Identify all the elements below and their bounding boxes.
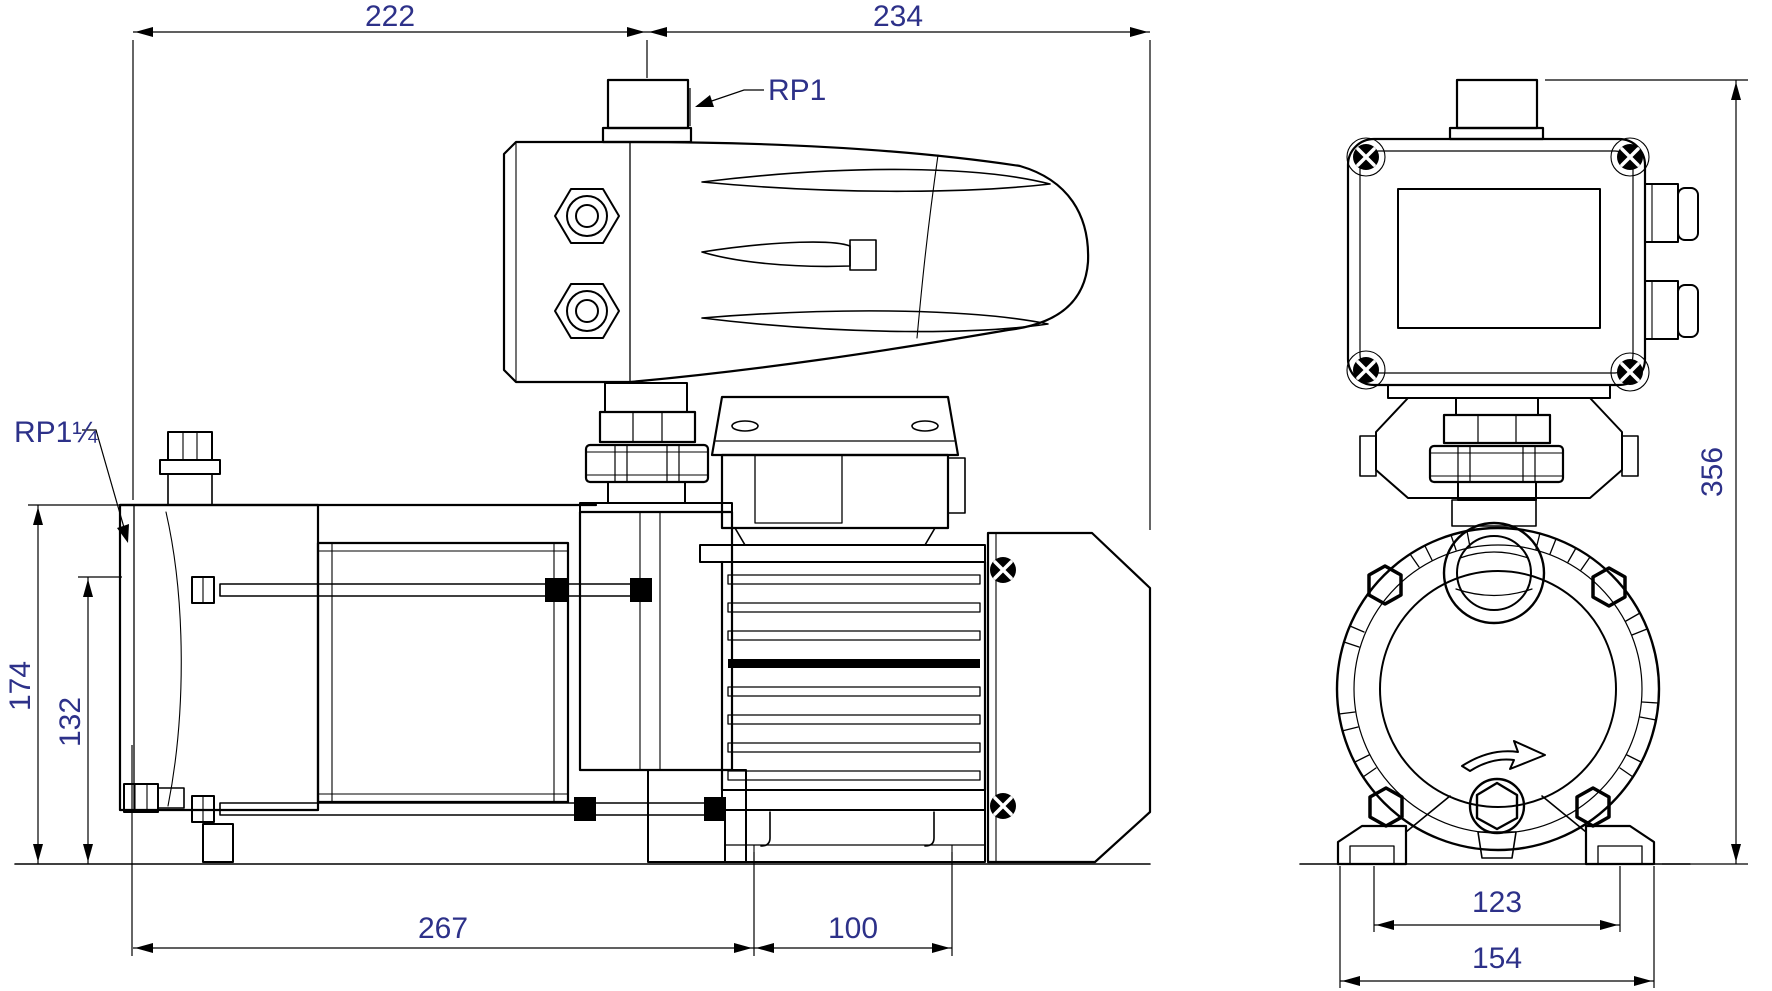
dim-width-right-label: 234 [873,0,923,33]
foot-hole-mark [760,811,771,847]
discharge-head [578,502,747,863]
leader-discharge-port: RP1 [689,74,826,126]
dim-front-height-label: 356 [1696,447,1729,497]
screw-icon [1610,352,1650,392]
drain-plug-side [123,783,185,813]
suction-port-front [1442,521,1546,625]
discharge-port-front [1448,78,1545,141]
cable-gland [1644,183,1699,243]
suction-casing [118,431,320,863]
screw-icon [1610,137,1650,177]
dim-foot-width-label: 154 [1472,942,1522,975]
screw-icon [1346,137,1386,177]
front-view [1299,78,1699,866]
cable-gland-nut [554,283,620,339]
union-fitting-side [584,382,710,504]
mounting-bracket [1387,384,1611,399]
screw-icon [990,557,1016,583]
hex-bolt [1368,786,1404,828]
motor-fins [720,560,987,792]
foot-left [1336,795,1451,866]
suction-port-label: RP1¼ [14,416,98,449]
screw-icon [1346,350,1386,390]
screw-icon [990,793,1016,819]
dimensions: 222 234 RP1 RP1¼ 174 132 [4,0,1748,988]
rotation-arrow-icon [1461,740,1546,772]
discharge-port-label: RP1 [768,74,826,107]
hex-bolt [1591,566,1627,608]
hex-bolt [1575,786,1611,828]
grip-slot [701,241,851,268]
drain-plug-front [1468,777,1526,859]
dim-motor-foot-label: 100 [828,912,878,945]
cable-gland-nut [554,188,620,244]
grip-slot [701,168,1051,193]
leader-suction-port: RP1¼ [14,416,129,543]
fan-cover [986,531,1152,864]
motor [699,395,1152,864]
pump-foot [202,823,234,863]
side-view [14,78,1152,865]
grip-slot [701,310,1049,333]
cable-gland [1644,280,1699,340]
control-box [1346,137,1699,392]
hex-bolt [1367,564,1403,606]
dim-width-left-label: 222 [365,0,415,33]
priming-plug [159,431,221,506]
motor-base [724,809,986,863]
foot-hole-mark [924,811,935,847]
terminal-box [710,395,966,546]
tie-rod-upper [191,576,652,604]
dim-height-overall-label: 174 [4,661,37,711]
pump-sleeve [316,541,570,804]
dim-foot-hole-spacing-label: 123 [1472,886,1522,919]
display-window [1397,188,1601,329]
discharge-port [606,78,690,130]
union-fitting-front [1428,397,1565,527]
dim-height-suction-label: 132 [54,697,87,747]
volute [1335,521,1661,859]
dim-base-length-label: 267 [418,912,468,945]
pressure-manager [502,78,1090,384]
foot-right [1541,795,1656,866]
